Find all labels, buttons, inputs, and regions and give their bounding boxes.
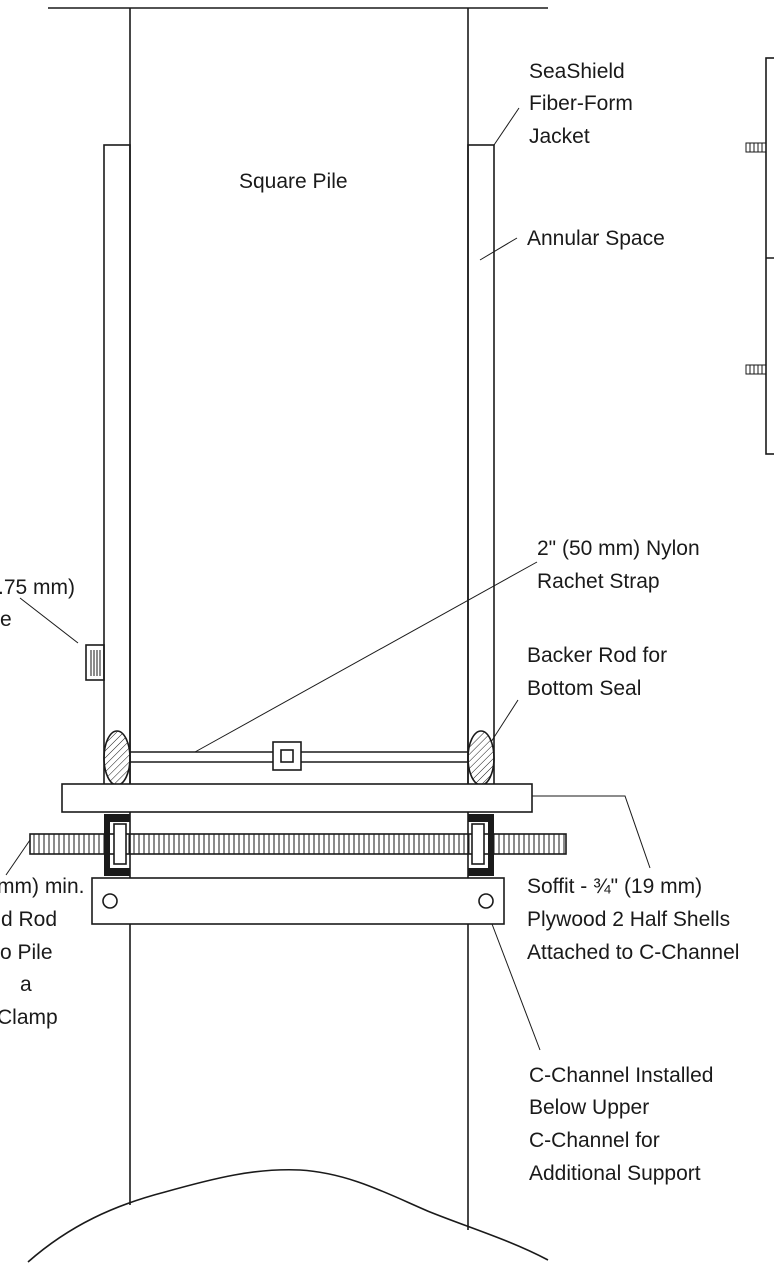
- bolt-hole-left: [102, 893, 118, 909]
- c-channel-right: [468, 814, 494, 876]
- lower-c-channel: [91, 877, 505, 925]
- c-channel-left: [104, 814, 130, 876]
- jacket-seam: [85, 644, 105, 681]
- strap-label: 2" (50 mm) Nylon Rachet Strap: [537, 537, 706, 593]
- leader-backer-rod: [490, 699, 519, 743]
- threaded-rod-label-clipped: mm) min. d Rod o Pile a Clamp: [0, 875, 90, 1029]
- ratchet-buckle-inner: [280, 749, 294, 763]
- clamp-nut-left: [113, 823, 127, 865]
- jacket-left-wall: [103, 144, 131, 786]
- backer-rod-right: [467, 730, 495, 786]
- square-pile-label: Square Pile: [239, 170, 348, 193]
- leader-soffit: [532, 795, 651, 869]
- leader-threaded-rod: [5, 839, 31, 876]
- backer-rod-label: Backer Rod for Bottom Seal: [527, 644, 673, 700]
- c-channel-label: C-Channel Installed Below Upper C-Channe…: [529, 1064, 719, 1185]
- clamp-nut-right: [471, 823, 485, 865]
- jacket-label: SeaShield Fiber-Form Jacket: [529, 60, 639, 148]
- soffit-plywood: [61, 783, 533, 813]
- leader-strap: [194, 561, 538, 753]
- soffit-label: Soffit - ¾" (19 mm) Plywood 2 Half Shell…: [527, 875, 739, 964]
- side-detail-seam-top: [745, 142, 767, 153]
- leader-c-channel: [491, 923, 541, 1051]
- jacket-right-wall: [467, 144, 495, 786]
- leader-annular: [479, 237, 518, 261]
- annular-space-label: Annular Space: [527, 227, 665, 250]
- seam-label-clipped: .75 mm) e: [0, 576, 81, 631]
- side-detail-seam-bottom: [745, 364, 767, 375]
- leader-seam: [19, 597, 79, 644]
- backer-rod-left: [103, 730, 131, 786]
- seam-hatch: [90, 650, 101, 676]
- bolt-hole-right: [478, 893, 494, 909]
- side-detail-form: [765, 57, 774, 455]
- mudline: [27, 1168, 549, 1263]
- threaded-rod: [29, 833, 567, 855]
- ratchet-buckle: [272, 741, 302, 771]
- leader-jacket: [493, 107, 520, 146]
